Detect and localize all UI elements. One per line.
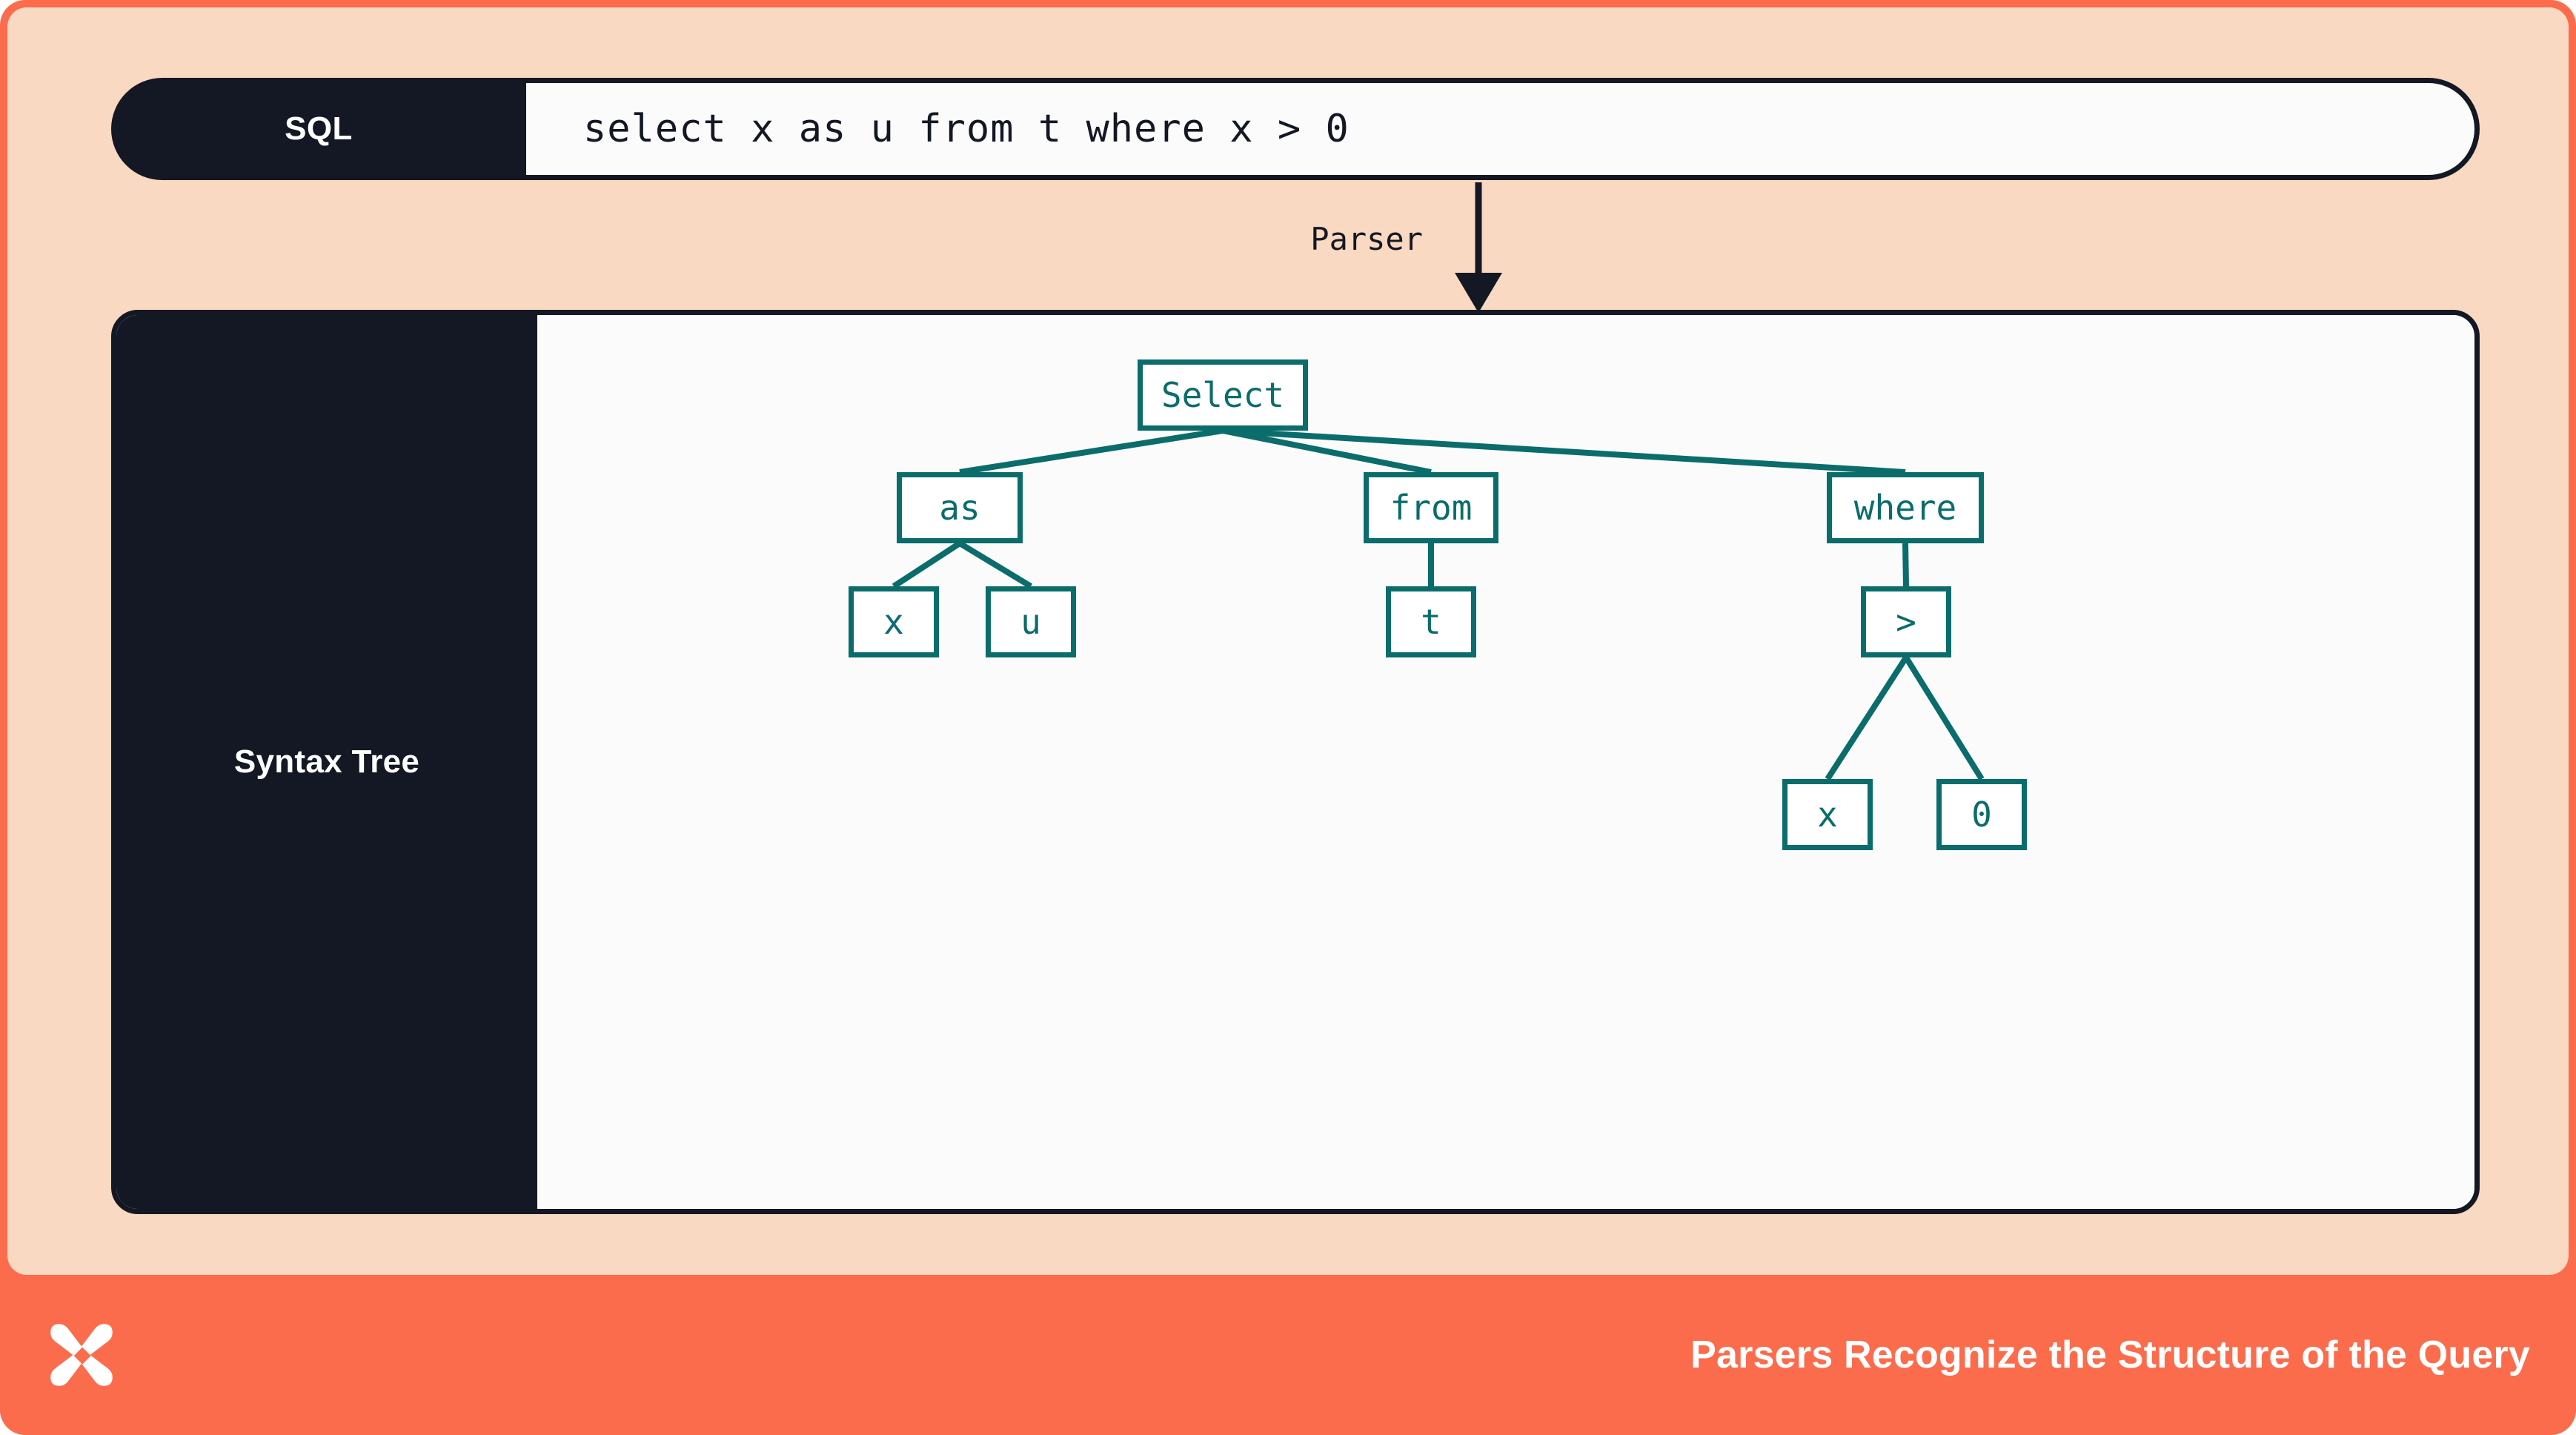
tree-edge-select-to-from xyxy=(1222,428,1432,475)
parser-arrow-icon xyxy=(1455,182,1502,313)
diagram-canvas: SQL select x as u from t where x > 0 Par… xyxy=(7,7,2569,1275)
parser-label: Parser xyxy=(1310,221,1423,257)
tree-node-gt[interactable]: > xyxy=(1861,586,1951,657)
tree-node-gt-0[interactable]: 0 xyxy=(1936,779,2027,850)
tree-node-label: x xyxy=(883,602,904,642)
tree-node-label: u xyxy=(1020,602,1041,642)
tree-edge-select-to-where xyxy=(1222,428,1906,475)
sql-query-text: select x as u from t where x > 0 xyxy=(583,107,1350,151)
tree-node-label: > xyxy=(1896,602,1916,642)
tree-node-label: where xyxy=(1853,488,1957,528)
footer-caption: Parsers Recognize the Structure of the Q… xyxy=(1690,1333,2530,1376)
tree-edge-gt-to-gt-x xyxy=(1825,655,1909,781)
tree-node-from-t[interactable]: t xyxy=(1386,586,1476,657)
tree-edge-gt-to-gt-0 xyxy=(1903,655,1985,781)
tree-node-gt-x[interactable]: x xyxy=(1782,779,1873,850)
sql-query-field[interactable]: select x as u from t where x > 0 xyxy=(497,78,2480,180)
tree-node-select[interactable]: Select xyxy=(1138,359,1308,431)
syntax-tree-panel: Syntax Tree Select as from where x u t > x 0 xyxy=(111,310,2480,1214)
x-mark-logo-icon xyxy=(50,1324,113,1386)
tree-node-label: 0 xyxy=(1971,795,1992,835)
sql-label-chip: SQL xyxy=(111,78,526,180)
tree-node-as-u[interactable]: u xyxy=(986,586,1076,657)
sql-label-text: SQL xyxy=(285,110,353,147)
tree-edge-where-to-gt xyxy=(1902,543,1909,587)
tree-node-where[interactable]: where xyxy=(1827,472,1984,543)
tree-edge-as-to-as-x xyxy=(892,540,962,589)
footer-bar: Parsers Recognize the Structure of the Q… xyxy=(0,1275,2576,1435)
tree-node-as-x[interactable]: x xyxy=(849,586,939,657)
tree-node-label: from xyxy=(1390,488,1473,528)
tree-node-label: x xyxy=(1817,795,1838,835)
parser-arrow-group: Parser xyxy=(1282,182,1593,313)
syntax-tree-label-text: Syntax Tree xyxy=(233,743,420,780)
tree-node-label: Select xyxy=(1161,375,1285,415)
tree-node-as[interactable]: as xyxy=(897,472,1023,543)
tree-node-label: t xyxy=(1421,602,1441,642)
sql-input-row: SQL select x as u from t where x > 0 xyxy=(111,78,2480,180)
tree-edge-as-to-as-u xyxy=(957,540,1033,589)
tree-node-label: as xyxy=(939,488,980,528)
syntax-tree-edges xyxy=(892,428,1985,781)
tree-node-from[interactable]: from xyxy=(1364,472,1498,543)
syntax-tree-canvas: Select as from where x u t > x 0 xyxy=(537,315,2474,1209)
syntax-tree-label-column: Syntax Tree xyxy=(116,315,537,1209)
tree-edge-select-to-as xyxy=(959,428,1224,475)
